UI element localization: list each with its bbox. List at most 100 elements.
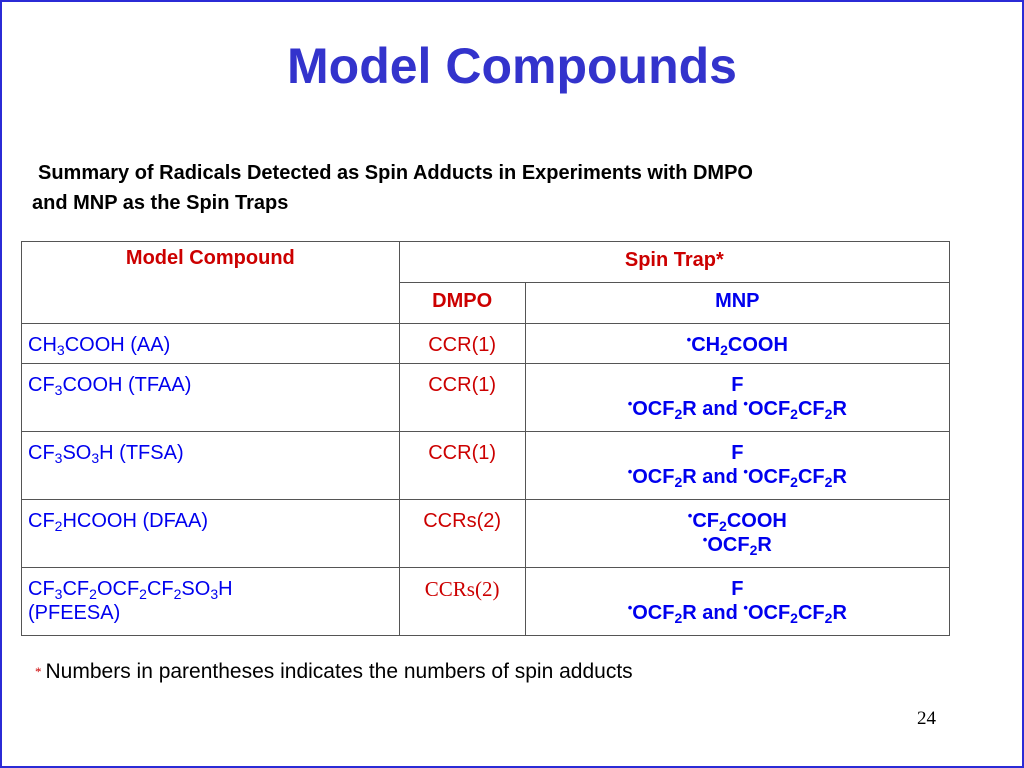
footnote: *Numbers in parentheses indicates the nu…	[35, 659, 633, 685]
compound-segment: OCF	[96, 578, 140, 600]
mnp-segment: OCF	[747, 602, 791, 624]
mnp-segment: 2	[824, 474, 833, 490]
table-header-row-2: DMPO MNP	[22, 282, 951, 324]
cell-model-compound: CH3COOH (AA)	[21, 323, 400, 364]
compound-segment: CF	[146, 578, 174, 600]
mnp-radical-line: •OCF2R and •OCF2CF2R	[627, 600, 847, 626]
mnp-segment: 2	[719, 518, 727, 534]
cell-dmpo: CCRs(2)	[398, 567, 526, 636]
header-model-compound: Model Compound	[21, 241, 400, 324]
mnp-segment: 2	[824, 610, 833, 626]
mnp-segment: F	[731, 374, 744, 396]
mnp-segment: •	[627, 464, 633, 479]
mnp-segment: 2	[720, 342, 728, 358]
mnp-segment: F	[731, 578, 744, 600]
mnp-segment: F	[731, 442, 744, 464]
compound-segment: 3	[54, 450, 63, 466]
compound-segment: H (TFSA)	[99, 442, 184, 464]
cell-mnp: F•OCF2R and •OCF2CF2R	[524, 431, 951, 500]
compound-segment: HCOOH (DFAA)	[62, 510, 209, 532]
mnp-radical-line: F	[731, 374, 743, 396]
mnp-segment: COOH	[726, 510, 787, 532]
cell-dmpo: CCR(1)	[398, 431, 526, 500]
mnp-segment: CF	[797, 398, 825, 420]
table-caption: Summary of Radicals Detected as Spin Add…	[32, 158, 962, 218]
mnp-segment: R	[832, 602, 847, 624]
cell-dmpo: CCRs(2)	[398, 499, 526, 568]
mnp-segment: 2	[674, 474, 683, 490]
mnp-segment: R and	[682, 398, 744, 420]
mnp-segment: COOH	[727, 334, 788, 356]
compound-segment: CH	[28, 334, 57, 356]
header-spin-trap: Spin Trap*	[398, 241, 951, 283]
table-header-row-1: Model Compound Spin Trap*	[21, 241, 951, 324]
mnp-segment: OCF	[707, 534, 750, 556]
mnp-segment: CF	[692, 510, 720, 532]
mnp-segment: 2	[824, 406, 833, 422]
mnp-segment: OCF	[747, 466, 791, 488]
compound-segment: CF	[28, 510, 55, 532]
mnp-segment: 2	[790, 474, 798, 490]
compound-segment: 3	[210, 586, 219, 602]
mnp-segment: 2	[674, 610, 683, 626]
mnp-radical-line: F	[731, 578, 743, 600]
mnp-segment: 2	[790, 610, 798, 626]
cell-dmpo: CCR(1)	[398, 323, 526, 364]
radicals-table: Model Compound Spin Trap* DMPO MNP CH3CO…	[21, 241, 951, 636]
mnp-segment: •	[627, 600, 633, 615]
cell-mnp: •CH2COOH	[524, 323, 951, 364]
mnp-segment: CF	[797, 602, 825, 624]
compound-segment: 3	[56, 342, 65, 358]
cell-model-compound: CF3COOH (TFAA)	[21, 363, 400, 432]
mnp-segment: R and	[682, 602, 744, 624]
mnp-segment: •	[743, 600, 748, 615]
header-dmpo: DMPO	[398, 282, 526, 324]
compound-segment: CF	[28, 442, 55, 464]
mnp-segment: R	[832, 466, 847, 488]
table-row: CH3COOH (AA)CCR(1)•CH2COOH	[21, 323, 951, 364]
cell-dmpo: CCR(1)	[398, 363, 526, 432]
mnp-segment: 2	[674, 406, 683, 422]
slide-title: Model Compounds	[287, 38, 737, 94]
table-row: CF3CF2OCF2CF2SO3H(PFEESA)CCRs(2)F•OCF2R …	[21, 567, 951, 636]
page-number: 24	[917, 708, 936, 729]
mnp-radical-line: •CH2COOH	[686, 332, 788, 358]
mnp-radical-line: •OCF2R	[702, 532, 772, 558]
cell-mnp: F•OCF2R and •OCF2CF2R	[524, 363, 951, 432]
mnp-segment: •	[702, 532, 708, 547]
mnp-radical-line: •CF2COOH	[687, 508, 787, 534]
mnp-segment: OCF	[632, 466, 675, 488]
mnp-segment: CF	[797, 466, 825, 488]
compound-segment: 2	[139, 586, 147, 602]
mnp-radical-line: •OCF2R and •OCF2CF2R	[627, 464, 847, 490]
mnp-segment: •	[686, 332, 692, 347]
cell-model-compound: CF3CF2OCF2CF2SO3H(PFEESA)	[21, 567, 400, 636]
mnp-segment: 2	[790, 406, 798, 422]
compound-segment: SO	[181, 578, 211, 600]
cell-mnp: F•OCF2R and •OCF2CF2R	[524, 567, 951, 636]
table-row: CF3SO3H (TFSA)CCR(1)F•OCF2R and •OCF2CF2…	[21, 431, 951, 500]
compound-segment: 3	[54, 382, 63, 398]
mnp-radical-line: •OCF2R and •OCF2CF2R	[627, 396, 847, 422]
compound-segment: 3	[54, 586, 63, 602]
mnp-segment: OCF	[747, 398, 791, 420]
cell-mnp: •CF2COOH•OCF2R	[524, 499, 951, 568]
mnp-radical-line: F	[731, 442, 743, 464]
mnp-segment: 2	[749, 542, 758, 558]
mnp-segment: •	[687, 508, 693, 523]
mnp-segment: R	[832, 398, 847, 420]
footnote-star: *	[35, 664, 42, 679]
compound-segment: 3	[91, 450, 100, 466]
mnp-segment: OCF	[632, 602, 675, 624]
table-row: CF3COOH (TFAA)CCR(1)F•OCF2R and •OCF2CF2…	[21, 363, 951, 432]
compound-segment: 2	[173, 586, 182, 602]
mnp-segment: •	[627, 396, 633, 411]
compound-segment: 2	[89, 586, 97, 602]
compound-segment: SO	[62, 442, 92, 464]
caption-line-2: and MNP as the Spin Traps	[32, 192, 289, 214]
mnp-segment: CH	[691, 334, 721, 356]
mnp-segment: OCF	[632, 398, 675, 420]
compound-segment: (PFEESA)	[28, 602, 121, 624]
